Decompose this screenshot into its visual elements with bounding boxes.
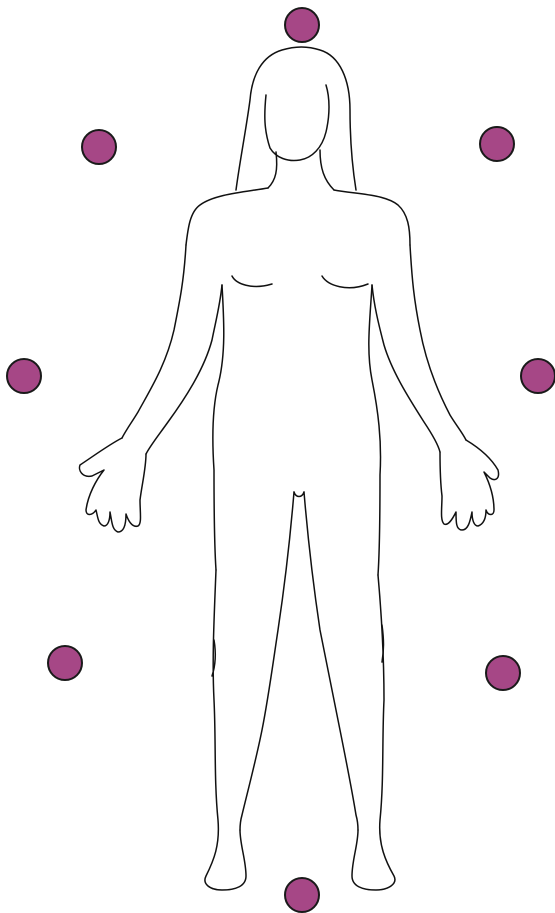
crotch xyxy=(294,492,304,497)
marker-group xyxy=(7,8,555,912)
body-outline xyxy=(80,47,499,890)
marker-middle-right[interactable] xyxy=(521,359,555,393)
right-hand xyxy=(440,440,499,530)
chest-left xyxy=(232,276,272,286)
left-leg-inner xyxy=(240,492,294,830)
marker-middle-left[interactable] xyxy=(7,359,41,393)
marker-top[interactable] xyxy=(285,8,319,42)
hair-outline xyxy=(236,47,356,190)
left-arm-inner xyxy=(146,285,222,454)
marker-bottom[interactable] xyxy=(285,878,319,912)
marker-upper-left[interactable] xyxy=(82,130,116,164)
chest-right xyxy=(322,276,368,288)
left-hand xyxy=(80,438,147,532)
marker-lower-right[interactable] xyxy=(486,656,520,690)
shoulder-right xyxy=(334,190,410,245)
torso-right xyxy=(369,285,381,575)
neck-right xyxy=(320,150,334,190)
marker-lower-left[interactable] xyxy=(48,646,82,680)
right-arm-outer xyxy=(410,245,466,440)
right-leg-outer xyxy=(352,575,395,890)
right-leg-inner xyxy=(304,492,358,830)
face-outline xyxy=(265,85,329,161)
marker-upper-right[interactable] xyxy=(480,127,514,161)
left-leg-outer xyxy=(205,570,246,890)
shoulder-left xyxy=(186,188,268,245)
neck-left xyxy=(268,152,277,188)
